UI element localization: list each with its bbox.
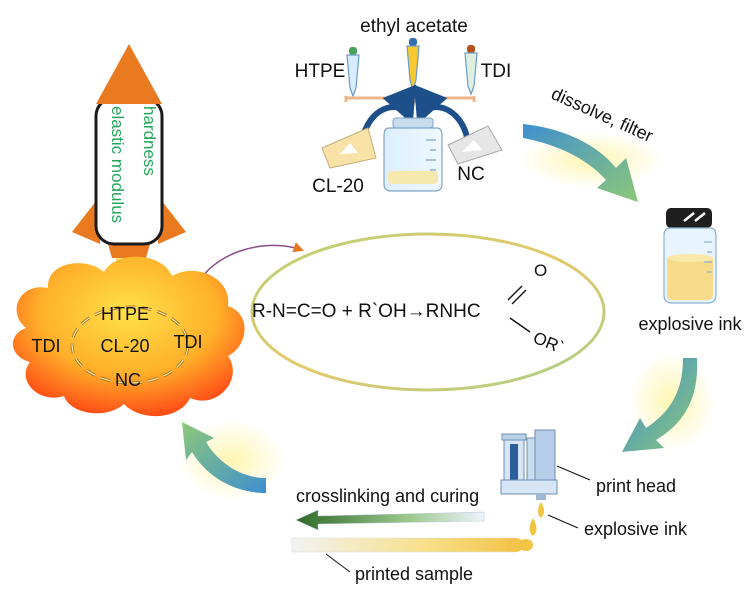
reagent-bracket bbox=[344, 96, 476, 110]
nc-to-jar-arrow bbox=[414, 84, 471, 143]
hardness-label: hardness bbox=[140, 106, 159, 176]
cloud-to-reaction-arrow bbox=[199, 242, 304, 281]
reaction-equation: R-N=C=O + R`OH→RNHC bbox=[252, 301, 481, 322]
sample-pointer bbox=[325, 553, 351, 573]
htpe-pipette bbox=[346, 47, 360, 98]
mixing-jar bbox=[383, 117, 443, 192]
tdi-label: TDI bbox=[481, 61, 512, 82]
crosslinked-cloud bbox=[12, 256, 245, 417]
ink-drops bbox=[529, 502, 544, 536]
print-head bbox=[500, 429, 558, 500]
cloud-tdi-right-label: TDI bbox=[174, 332, 203, 352]
elastic-modulus-label: elastic modulus bbox=[108, 106, 127, 223]
printed-sample bbox=[291, 537, 533, 553]
to-printer-arrow bbox=[622, 358, 698, 452]
nc-label: NC bbox=[457, 164, 484, 185]
print-head-pointer bbox=[556, 465, 591, 481]
dissolve-arrow bbox=[523, 124, 638, 202]
curing-arrow bbox=[295, 509, 485, 531]
cloud-cl20-label: CL-20 bbox=[100, 336, 149, 356]
curing-label: crosslinking and curing bbox=[296, 486, 479, 506]
ester-bond bbox=[509, 317, 531, 333]
explosive-ink-jar bbox=[663, 208, 717, 304]
cl20-weighing-paper bbox=[321, 127, 377, 169]
htpe-label: HTPE bbox=[295, 61, 346, 82]
ink-drop-label: explosive ink bbox=[584, 519, 688, 539]
reaction-ellipse bbox=[250, 232, 606, 392]
solvent-label: ethyl acetate bbox=[360, 16, 468, 37]
explosive-ink-label: explosive ink bbox=[638, 314, 742, 334]
cl20-label: CL-20 bbox=[312, 176, 364, 197]
carbonyl-bond bbox=[507, 285, 527, 305]
polymer-chain-ring bbox=[70, 305, 190, 385]
cloud-htpe-label: HTPE bbox=[101, 304, 149, 324]
cloud-tdi-left-label: TDI bbox=[32, 336, 61, 356]
tdi-pipette bbox=[464, 45, 478, 96]
print-head-label: print head bbox=[596, 476, 676, 496]
solvent-pipette bbox=[406, 38, 420, 93]
ink-drop-pointer bbox=[547, 514, 579, 529]
oxygen-label: O bbox=[534, 261, 547, 280]
printed-sample-label: printed sample bbox=[355, 564, 473, 584]
to-cloud-arrow bbox=[182, 422, 266, 493]
nc-weighing-paper bbox=[447, 125, 503, 165]
cloud-nc-label: NC bbox=[115, 370, 141, 390]
